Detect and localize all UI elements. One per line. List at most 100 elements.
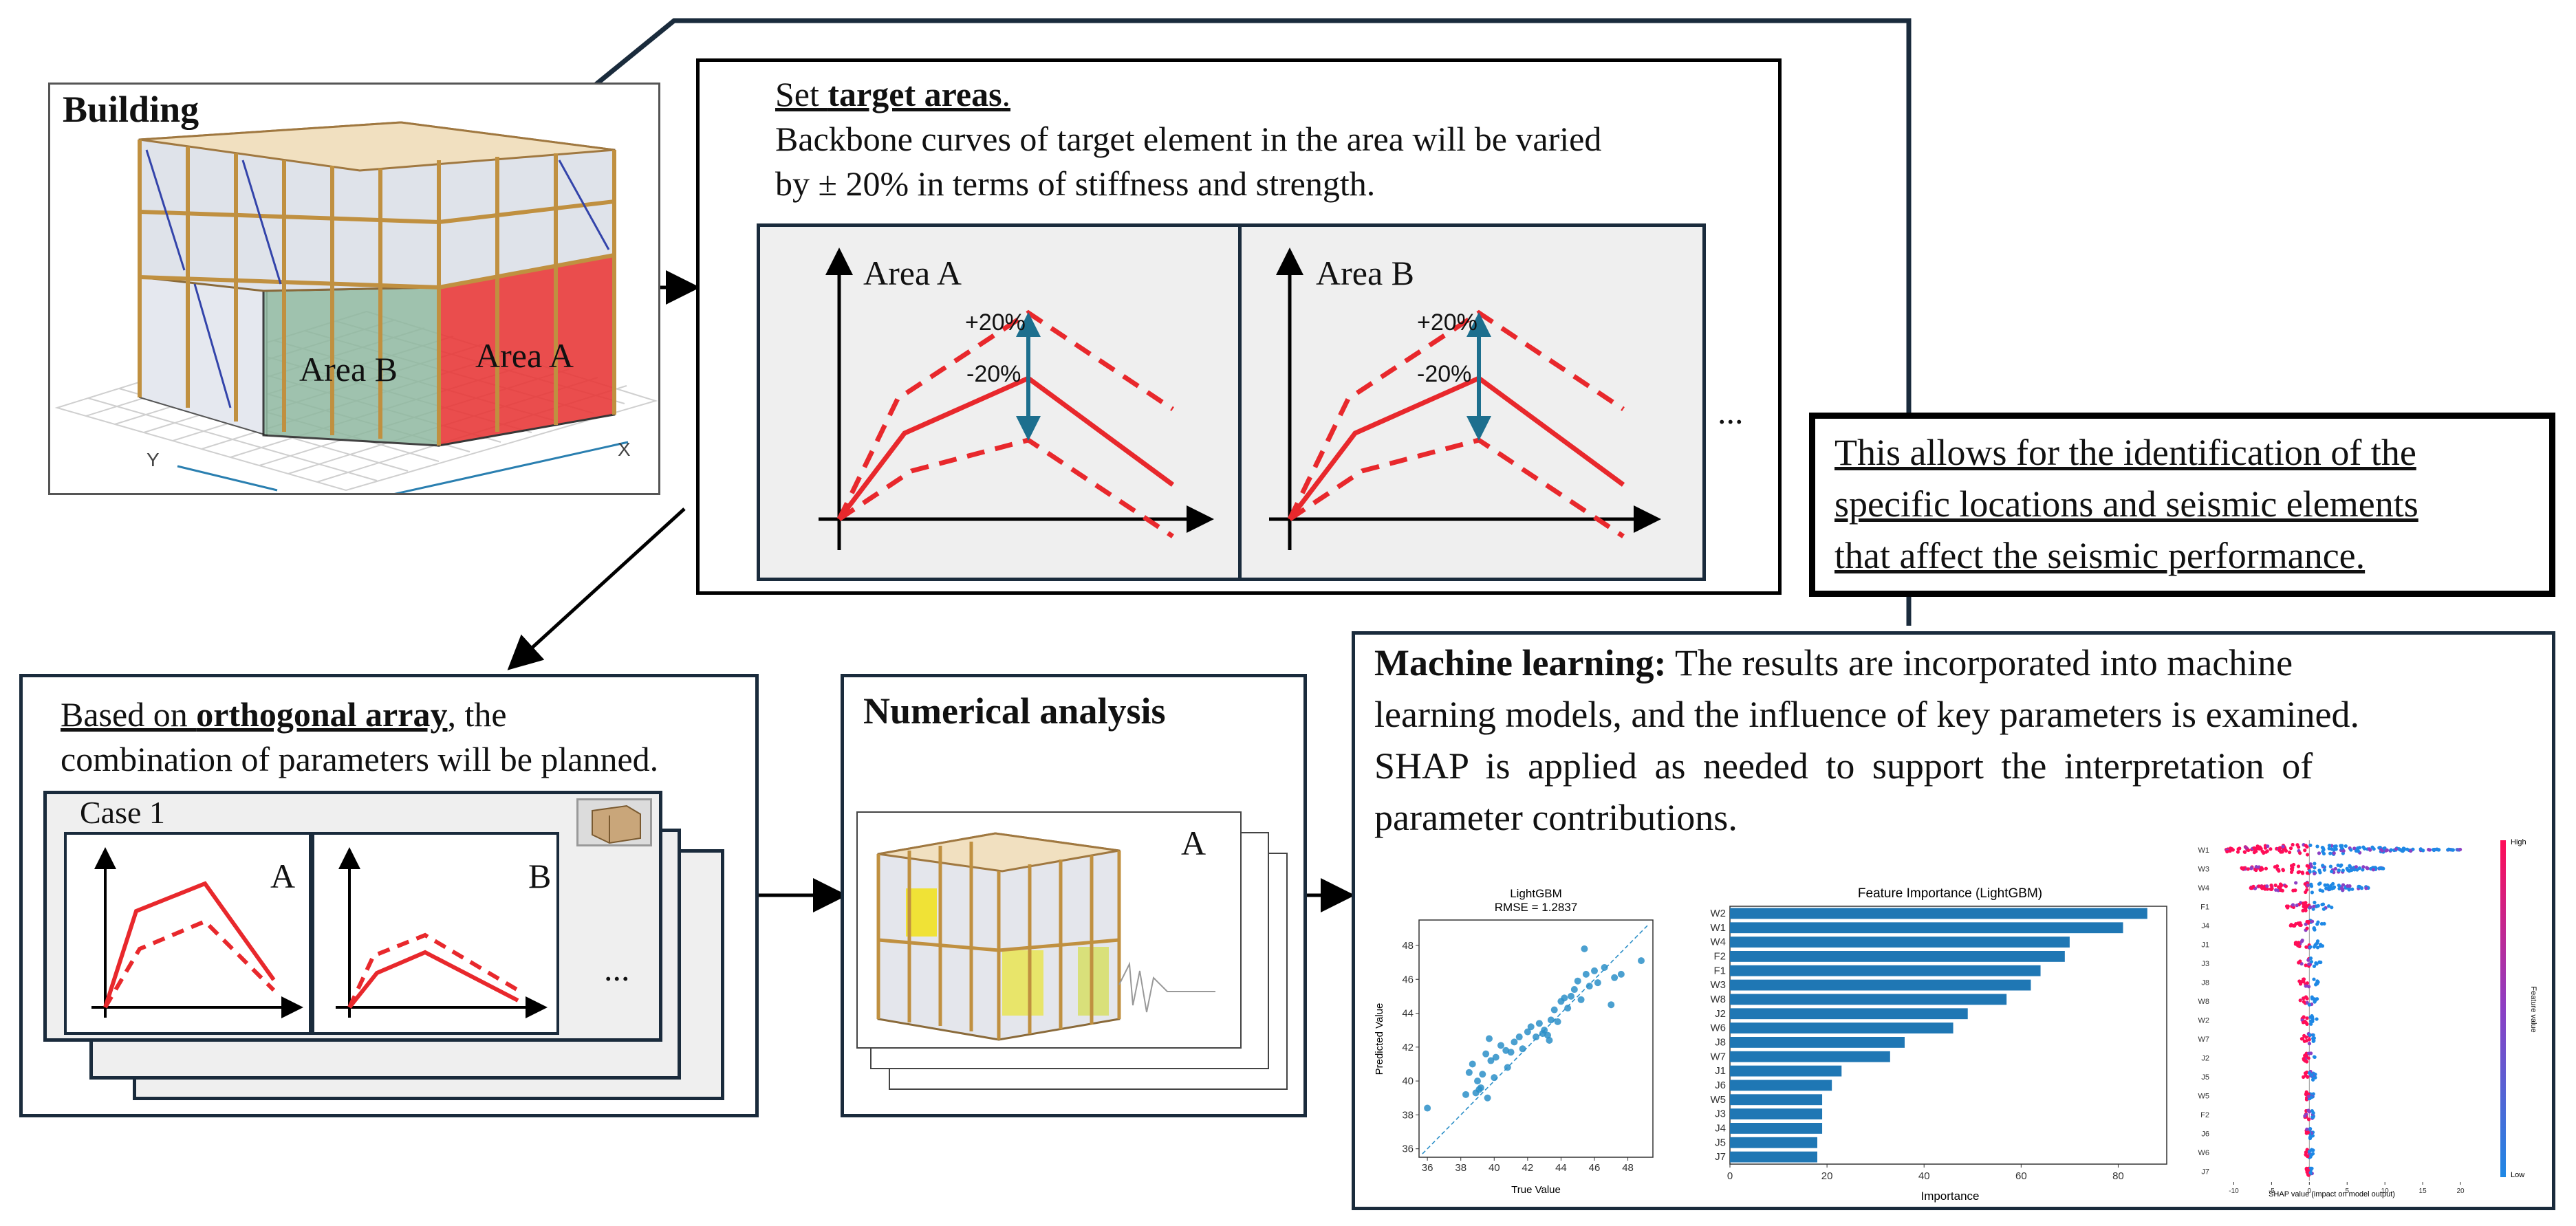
shap-point	[2299, 1037, 2304, 1041]
shap-point	[2389, 848, 2393, 852]
orthogonal-line2: combination of parameters will be planne…	[61, 740, 659, 778]
shap-point	[2304, 1020, 2308, 1025]
shap-point	[2280, 850, 2284, 854]
panel-area-a-label: Area A	[863, 254, 962, 292]
shap-point	[2346, 868, 2350, 872]
case-ellipsis: ...	[604, 950, 630, 988]
target-areas-box: Set target areas. Backbone curves of tar…	[696, 58, 1782, 595]
shap-point	[2297, 961, 2301, 965]
shap-point	[2334, 847, 2338, 851]
shap-point	[2293, 923, 2297, 928]
shap-point	[2321, 846, 2326, 851]
scatter-point	[1482, 1050, 1490, 1058]
case-plot-a-label: A	[270, 857, 296, 895]
shap-point	[2257, 884, 2261, 888]
scatter-point	[1484, 1094, 1491, 1102]
shap-point	[2305, 996, 2309, 1000]
shap-point	[2287, 850, 2292, 855]
shap-point	[2296, 943, 2300, 948]
shap-point	[2308, 1127, 2313, 1131]
shap-point	[2307, 1071, 2312, 1075]
ml-line1-text: The results are incorporated into machin…	[1675, 642, 2293, 683]
shap-point	[2330, 906, 2334, 910]
numerical-model-illustration	[876, 832, 1215, 1041]
shap-point	[2447, 847, 2451, 851]
shap-point	[2327, 844, 2332, 848]
bar-xtick-label: 80	[2112, 1170, 2124, 1182]
shap-point	[2306, 1117, 2311, 1121]
case-thumbnail	[576, 798, 652, 846]
shap-point	[2307, 1003, 2311, 1007]
numerical-card-front: A	[856, 811, 1242, 1049]
scatter-point	[1568, 992, 1574, 1000]
shap-point	[2311, 1115, 2315, 1119]
shap-point	[2394, 847, 2398, 851]
orthogonal-array-box: Based on orthogonal array, the combinati…	[19, 674, 759, 1117]
shap-point	[2308, 1051, 2313, 1055]
shap-point	[2318, 942, 2323, 947]
shap-point	[2321, 889, 2325, 893]
shap-point	[2297, 941, 2301, 945]
shap-xlabel: SHAP value (impact on model output)	[2269, 1190, 2395, 1198]
shap-point	[2312, 1055, 2317, 1059]
bar-category-label: J6	[1715, 1080, 1726, 1091]
shap-point	[2304, 908, 2308, 912]
shap-point	[2314, 961, 2318, 965]
ml-line4: parameter contributions.	[1374, 797, 1738, 838]
shap-point	[2291, 903, 2295, 907]
shap-point	[2300, 939, 2304, 943]
shap-feature-label: W2	[2198, 1016, 2210, 1025]
shap-point	[2297, 979, 2302, 983]
scatter-point	[1492, 1053, 1500, 1061]
scatter-xlabel: True Value	[1511, 1184, 1561, 1196]
shap-point	[2298, 982, 2303, 986]
shap-feature-label: W5	[2198, 1092, 2210, 1100]
shap-point	[2322, 921, 2326, 926]
shap-point	[2291, 862, 2296, 867]
building-box: Building Area B Area A Y X	[48, 83, 660, 495]
bar-category-label: W4	[1711, 937, 1727, 948]
shap-point	[2421, 849, 2425, 853]
shap-point	[2318, 871, 2322, 875]
shap-point	[2307, 962, 2311, 966]
shap-xtick-label: 10	[2381, 1187, 2390, 1195]
shap-point	[2308, 956, 2313, 961]
shap-point	[2259, 846, 2263, 851]
scatter-ytick-label: 36	[1402, 1143, 1414, 1155]
shap-point	[2306, 1094, 2311, 1099]
shap-point	[2260, 885, 2264, 889]
shap-feature-label: J5	[2201, 1073, 2209, 1082]
scatter-point	[1608, 1001, 1615, 1009]
shap-point	[2308, 1015, 2313, 1019]
shap-point	[2264, 866, 2269, 871]
bar-xtick-label: 40	[1918, 1170, 1930, 1182]
shap-point	[2339, 863, 2344, 867]
shap-point	[2241, 866, 2245, 871]
shap-point	[2355, 868, 2359, 872]
shap-xtick-label: 0	[2308, 1187, 2312, 1195]
orthogonal-line1-prefix: Based on	[61, 695, 197, 734]
shap-point	[2266, 844, 2270, 849]
conclusion-line3: that affect the seismic performance.	[1834, 535, 2366, 576]
shap-point	[2340, 886, 2344, 890]
shap-point	[2295, 904, 2299, 908]
shap-point	[2451, 848, 2455, 852]
shap-point	[2302, 902, 2306, 906]
shap-point	[2254, 868, 2258, 873]
shap-point	[2312, 977, 2316, 981]
scatter-point	[1511, 1038, 1518, 1046]
scatter-point	[1469, 1060, 1476, 1068]
scatter-point	[1477, 1084, 1484, 1091]
timber-frame	[138, 140, 616, 446]
shap-feature-label: W3	[2198, 865, 2210, 873]
scatter-point	[1474, 1077, 1481, 1085]
backbone-panels: Area A +20% -20% Area B +20% -20%	[757, 223, 1706, 581]
shap-point	[2281, 844, 2285, 849]
shap-point	[2336, 863, 2340, 867]
shap-point	[2317, 851, 2321, 855]
shap-feature-label: F1	[2200, 903, 2209, 911]
shap-point	[2251, 884, 2255, 888]
shap-point	[2297, 845, 2301, 849]
shap-point	[2328, 864, 2333, 868]
